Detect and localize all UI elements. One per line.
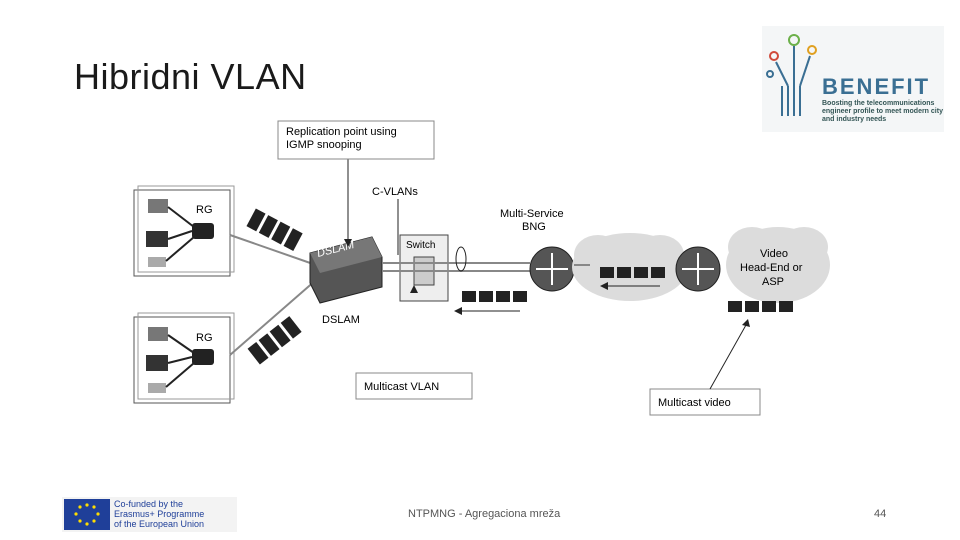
eu-text-line3: of the European Union: [114, 519, 205, 529]
callout-multicast-video-text: Multicast video: [658, 397, 731, 409]
eu-flag-icon: [64, 499, 110, 530]
eu-cofunded-badge: Co-funded by the Erasmus+ Programme of t…: [62, 497, 237, 532]
rg-device-icon: [192, 223, 214, 239]
computer-icon: [148, 199, 168, 213]
packets-middle: [454, 291, 527, 315]
bng-label-line2: BNG: [522, 221, 546, 233]
logo-wordmark: BENEFIT: [822, 74, 931, 99]
router-bng: [529, 246, 575, 292]
router-edge: [675, 246, 721, 292]
bng-label-line1: Multi-Service: [500, 208, 564, 220]
switch-label: Switch: [406, 240, 435, 251]
rg-label-top: RG: [196, 204, 213, 216]
callout-multicast-vlan: Multicast VLAN: [355, 372, 473, 400]
circuit-tree-icon: [766, 34, 817, 116]
phone-icon: [148, 257, 166, 267]
eu-text-line2: Erasmus+ Programme: [114, 509, 205, 519]
page-number: 44: [874, 508, 887, 520]
packets-headend: [728, 301, 793, 312]
slide-title: Hibridni VLAN: [74, 56, 307, 97]
rg-label-bottom: RG: [196, 332, 213, 344]
headend-label-line2: Head-End or: [740, 262, 803, 274]
cloud-headend: Video Head-End or ASP: [726, 227, 830, 303]
computer-icon: [148, 327, 168, 341]
dslam-device: DSLAM DSLAM: [309, 236, 383, 326]
packets-bottom: [247, 316, 302, 365]
subscriber-top: RG: [133, 185, 235, 277]
callout-multicast-vlan-text: Multicast VLAN: [364, 381, 439, 393]
logo-tagline: Boosting the telecommunications engineer…: [822, 100, 943, 123]
dslam-label: DSLAM: [322, 314, 360, 326]
tv-icon: [146, 355, 168, 371]
callout-replication-line1: Replication point using: [286, 126, 397, 138]
tv-icon: [146, 231, 168, 247]
phone-icon: [148, 383, 166, 393]
cvlans-label: C-VLANs: [372, 186, 418, 198]
headend-label-line3: ASP: [762, 276, 784, 288]
callout-replication-line2: IGMP snooping: [286, 139, 362, 151]
hybrid-vlan-diagram: RG RG DSLAM DSLAM Switch: [133, 120, 830, 416]
footer-course-title: NTPMNG - Agregaciona mreža: [408, 508, 561, 520]
eu-text-line1: Co-funded by the: [114, 499, 184, 509]
rg-device-icon: [192, 349, 214, 365]
callout-replication: Replication point using IGMP snooping: [277, 120, 435, 160]
benefit-logo: BENEFIT Boosting the telecommunications …: [762, 26, 944, 132]
subscriber-bottom: RG: [133, 312, 235, 404]
cloud-network: [572, 233, 688, 301]
callout-multicast-video: Multicast video: [649, 319, 761, 416]
headend-label-line1: Video: [760, 248, 788, 260]
switch-device: Switch: [399, 234, 449, 302]
packets-top: [246, 208, 303, 252]
